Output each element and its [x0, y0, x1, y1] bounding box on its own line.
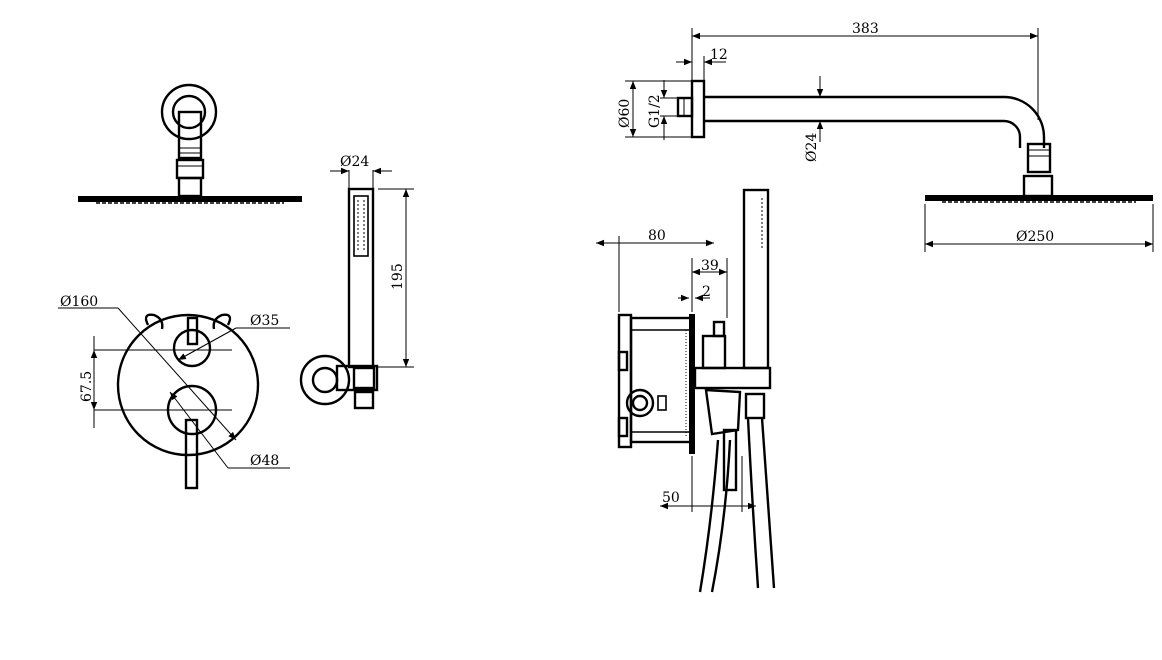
center-distance-label: 67.5 — [79, 371, 95, 402]
handset-diameter-label: Ø24 — [340, 154, 369, 170]
handset-view — [299, 167, 414, 410]
plate-diameter-label: Ø160 — [60, 294, 98, 310]
arm-diameter-label: Ø24 — [804, 133, 820, 162]
plate-gap-label: 2 — [702, 284, 711, 300]
trim-depth-label: 39 — [701, 258, 719, 274]
arm-length-label: 383 — [852, 21, 879, 37]
body-depth-label: 80 — [648, 228, 666, 244]
flange-depth-label: 12 — [710, 47, 728, 63]
head-diameter-label: Ø250 — [1016, 229, 1054, 245]
flange-diameter-label: Ø60 — [617, 99, 633, 128]
shower-arm-side-view — [625, 28, 1154, 252]
lower-knob-diameter-label: Ø48 — [250, 453, 279, 469]
upper-knob-diameter-label: Ø35 — [250, 313, 279, 329]
handle-offset-label: 50 — [662, 490, 680, 506]
left-mixer-plate-view — [58, 307, 290, 490]
thread-label: G1/2 — [647, 94, 663, 128]
handset-length-label: 195 — [390, 263, 406, 290]
left-shower-head-view — [78, 83, 302, 204]
mixer-side-view — [596, 188, 776, 593]
